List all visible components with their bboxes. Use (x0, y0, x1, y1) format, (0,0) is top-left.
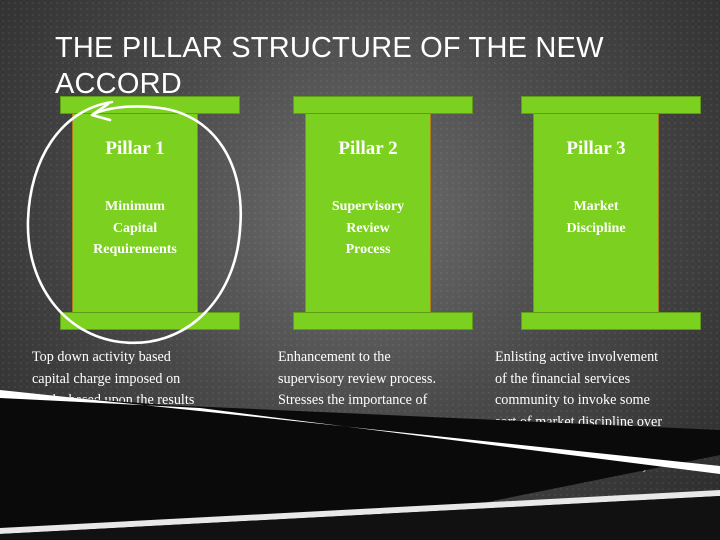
pillar-1-subtitle: Minimum Capital Requirements (73, 196, 197, 261)
pillar-3-name: Pillar 3 (566, 138, 626, 159)
description-line: Top down activity based (32, 349, 171, 365)
description-line: operational risk profile. (32, 478, 166, 495)
pillar-2: Pillar 2 Supervisory Review Process (293, 96, 473, 330)
pillar-3-subtitle-line: Discipline (566, 220, 626, 236)
pillar-2-top-cap (293, 96, 473, 114)
pillar-1-bottom-cap (60, 312, 240, 330)
pillar-3-shaft: Pillar 3 Market Discipline (533, 114, 659, 312)
description-line: and that mapped the institution’s (32, 456, 218, 473)
pillar-3-subtitle-line: Market (573, 199, 619, 214)
description-line: bank management (278, 413, 382, 430)
description-line: member institutions. (495, 435, 612, 452)
description-line: attributed to operational risk (32, 435, 194, 452)
pillar-1-shaft: Pillar 1 Minimum Capital Requirements (72, 114, 198, 312)
pillar-1-top-cap (60, 96, 240, 114)
description-line: Stresses the importance of (278, 392, 428, 409)
pillar-1: Pillar 1 Minimum Capital Requirements (60, 96, 240, 330)
description-line: supervisory review process. (278, 370, 436, 387)
pillar-3-subtitle: Market Discipline (534, 196, 658, 239)
description-line: capital assessment process. (278, 456, 433, 473)
pillar-2-bottom-cap (293, 312, 473, 330)
pillar-2-subtitle: Supervisory Review Process (306, 196, 430, 261)
dark-base (0, 496, 720, 540)
pillar-2-subtitle-line: Supervisory (331, 199, 405, 214)
description-line: of the financial services (495, 370, 631, 387)
pillar-2-subtitle-line: Review (346, 220, 390, 236)
pillar-2-shaft: Pillar 2 Supervisory Review Process (305, 114, 431, 312)
description-line: Enlisting active involvement (495, 349, 659, 365)
pillar-3-description: Enlisting active involvement of the fina… (495, 347, 662, 477)
pillar-2-subtitle-line: Process (345, 242, 391, 257)
description-line: (Disclosure Requirements) (495, 456, 648, 473)
gradient-band (0, 500, 720, 540)
pillar-2-name: Pillar 2 (338, 138, 398, 159)
description-line: developing an internal (278, 435, 405, 452)
description-line: Enhancement to the (278, 349, 391, 365)
pillar-1-subtitle-line: Minimum (105, 199, 165, 214)
description-line: sort of market discipline over (495, 413, 663, 430)
pillar-3-bottom-cap (521, 312, 701, 330)
pillar-1-name: Pillar 1 (105, 138, 165, 159)
description-line: community to invoke some (495, 392, 650, 409)
pillar-1-subtitle-line: Capital (112, 220, 158, 236)
description-line: banks based upon the results (32, 392, 195, 409)
description-line: of an assessment of losses (32, 413, 181, 430)
pillar-3: Pillar 3 Market Discipline (521, 96, 701, 330)
slide-title: THE PILLAR STRUCTURE OF THE NEW ACCORD (55, 32, 604, 100)
pillar-1-subtitle-line: Requirements (93, 242, 177, 257)
pillar-3-top-cap (521, 96, 701, 114)
pillar-2-description: Enhancement to the supervisory review pr… (278, 347, 436, 477)
description-line: capital charge imposed on (32, 370, 181, 387)
pillar-1-description: Top down activity based capital charge i… (32, 347, 217, 498)
